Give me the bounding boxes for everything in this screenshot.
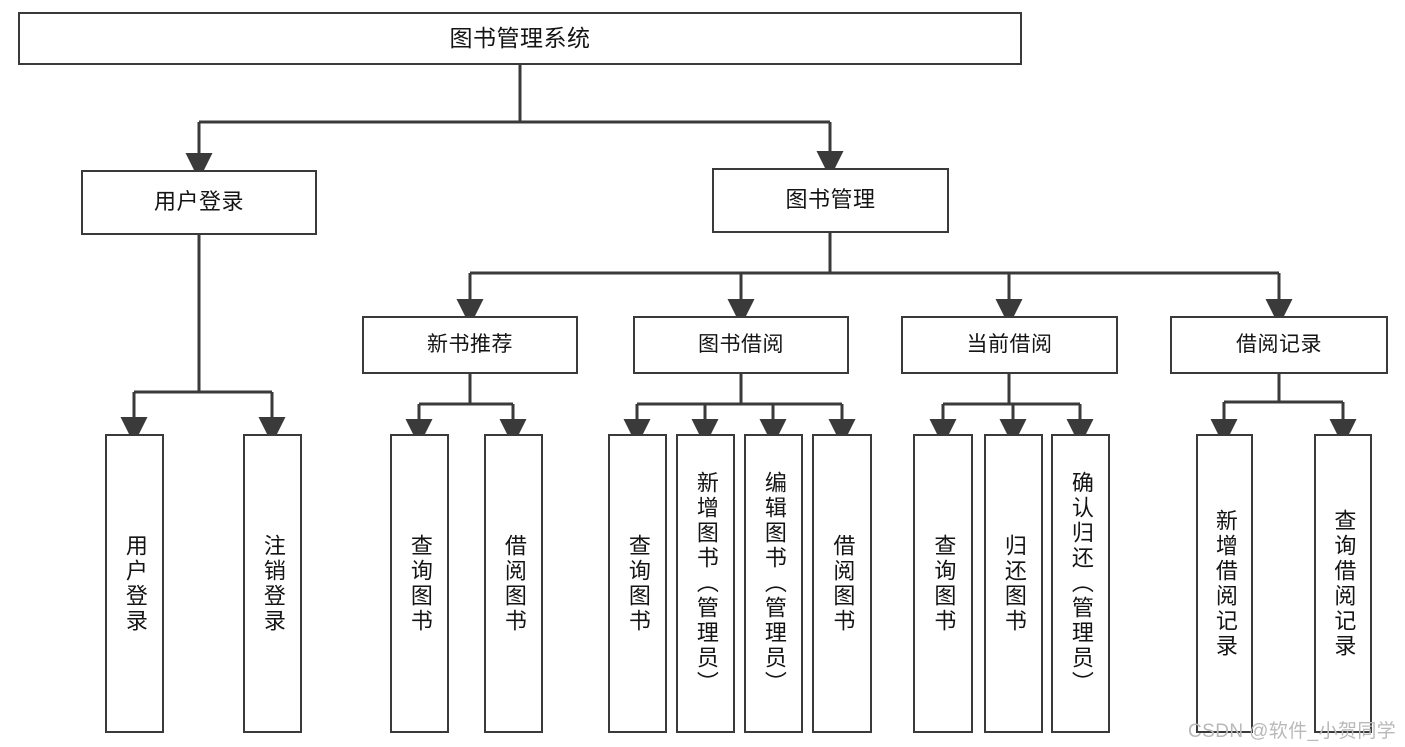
leaf-add-borrow-record-label: 新增借阅记录 xyxy=(1212,508,1238,659)
node-root-label: 图书管理系统 xyxy=(449,24,591,51)
leaf-query-book-current-label: 查询图书 xyxy=(931,533,957,634)
csdn-watermark: CSDN @软件_小贺同学 xyxy=(1188,721,1397,742)
leaf-borrow-book[interactable]: 借阅图书 xyxy=(812,434,872,733)
leaf-query-book-borrow[interactable]: 查询图书 xyxy=(608,434,667,733)
leaf-borrow-book-recommend-label: 借阅图书 xyxy=(501,533,527,634)
node-root[interactable]: 图书管理系统 xyxy=(18,12,1022,65)
leaf-query-book-recommend[interactable]: 查询图书 xyxy=(390,434,449,733)
node-new-book-recommend-label: 新书推荐 xyxy=(427,333,513,357)
leaf-logout[interactable]: 注销登录 xyxy=(243,434,302,733)
node-current-borrow-label: 当前借阅 xyxy=(966,333,1053,357)
node-borrow-record-label: 借阅记录 xyxy=(1236,333,1322,357)
leaf-edit-book-admin-label: 编辑图书（管理员） xyxy=(761,471,787,696)
leaf-query-borrow-record-label: 查询借阅记录 xyxy=(1331,508,1357,659)
leaf-confirm-return-admin-label: 确认归还（管理员） xyxy=(1068,471,1094,696)
node-book-borrow-label: 图书借阅 xyxy=(698,333,784,357)
leaf-user-login[interactable]: 用户登录 xyxy=(105,434,164,733)
leaf-logout-label: 注销登录 xyxy=(260,533,286,634)
node-borrow-record[interactable]: 借阅记录 xyxy=(1170,316,1388,374)
node-current-borrow[interactable]: 当前借阅 xyxy=(901,316,1118,374)
leaf-query-book-borrow-label: 查询图书 xyxy=(625,533,651,634)
node-book-management-label: 图书管理 xyxy=(785,187,876,213)
leaf-query-book-current[interactable]: 查询图书 xyxy=(913,434,973,733)
leaf-borrow-book-label: 借阅图书 xyxy=(830,533,856,634)
leaf-add-book-admin[interactable]: 新增图书（管理员） xyxy=(676,434,735,733)
node-user-login-label: 用户登录 xyxy=(153,189,244,215)
node-book-management[interactable]: 图书管理 xyxy=(712,168,949,233)
leaf-edit-book-admin[interactable]: 编辑图书（管理员） xyxy=(744,434,803,733)
leaf-query-book-recommend-label: 查询图书 xyxy=(407,533,433,634)
leaf-query-borrow-record[interactable]: 查询借阅记录 xyxy=(1314,434,1372,733)
leaf-return-book-label: 归还图书 xyxy=(1001,533,1027,634)
leaf-confirm-return-admin[interactable]: 确认归还（管理员） xyxy=(1051,434,1110,733)
leaf-add-borrow-record[interactable]: 新增借阅记录 xyxy=(1196,434,1253,733)
node-book-borrow[interactable]: 图书借阅 xyxy=(633,316,849,374)
leaf-user-login-label: 用户登录 xyxy=(122,533,148,634)
node-user-login[interactable]: 用户登录 xyxy=(81,170,317,235)
leaf-return-book[interactable]: 归还图书 xyxy=(984,434,1043,733)
leaf-borrow-book-recommend[interactable]: 借阅图书 xyxy=(484,434,543,733)
leaf-add-book-admin-label: 新增图书（管理员） xyxy=(693,471,719,696)
node-new-book-recommend[interactable]: 新书推荐 xyxy=(362,316,578,374)
